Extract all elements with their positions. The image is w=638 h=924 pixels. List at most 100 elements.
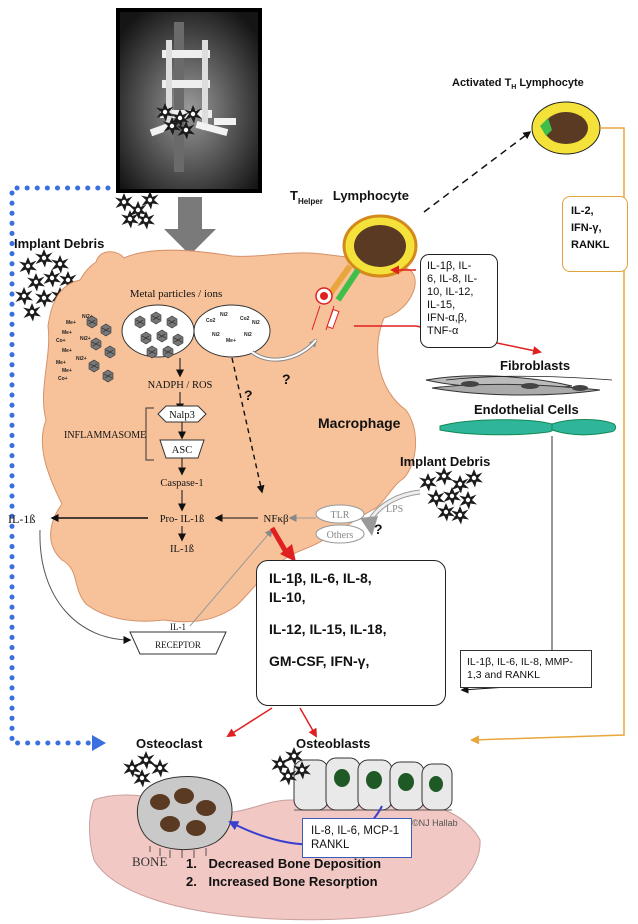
il1b-outer-label: IL-1ß bbox=[8, 512, 35, 526]
ion-label: Me+ bbox=[66, 320, 76, 326]
activated-th-tail: Lymphocyte bbox=[516, 77, 583, 89]
debris-cluster-top bbox=[115, 191, 159, 230]
il1-receptor: IL-1 RECEPTOR bbox=[129, 622, 227, 655]
t-helper-main: T bbox=[290, 188, 298, 203]
mmp-line-2: 1,3 and RANKL bbox=[467, 669, 540, 681]
outcome-item-1: 1. Decreased Bone Deposition bbox=[186, 856, 381, 871]
il1-receptor-label-1: IL-1 bbox=[170, 622, 186, 632]
cytokines-to-osteoclast-arrow bbox=[226, 707, 273, 738]
mmp-box: IL-1β, IL-6, IL-8, MMP- 1,3 and RANKL bbox=[460, 650, 592, 688]
vacuole-ion-label: Ni2 bbox=[212, 332, 220, 338]
ion-label: Ni2+ bbox=[82, 314, 93, 320]
osteoblast-factors-line-2: RANKL bbox=[311, 839, 350, 851]
il1-receptor-label-2: RECEPTOR bbox=[155, 640, 201, 650]
endothelial-cells bbox=[439, 419, 617, 436]
pro-il1b-label: Pro- IL-1ß bbox=[160, 514, 205, 525]
vacuole-ion-label: Ni2 bbox=[220, 312, 228, 318]
ion-label: Me+ bbox=[56, 360, 66, 366]
osteoclast-cell bbox=[136, 776, 233, 858]
th-activation-dashed-arrow bbox=[423, 131, 532, 213]
inflammasome-group: Nalp3 ASC INFLAMMASOME bbox=[64, 405, 207, 461]
ion-label: Me+ bbox=[62, 368, 72, 374]
osteoblast-cells bbox=[293, 757, 453, 811]
question-mark-nfkb: ? bbox=[244, 387, 253, 403]
th-secretion-line-1: IL-2, bbox=[571, 205, 594, 217]
cytokines-to-osteoblast-arrow bbox=[299, 707, 317, 738]
ion-label: Ni2+ bbox=[76, 356, 87, 362]
receptor-to-nfkb-arrow bbox=[189, 528, 273, 627]
vacuole-ion-label: Ni2 bbox=[244, 332, 252, 338]
xray-to-macrophage-arrow bbox=[164, 197, 216, 255]
bone-label: BONE bbox=[132, 854, 167, 869]
vacuole-to-nfkb-dashed bbox=[231, 357, 265, 494]
ion-label: Ni2+ bbox=[80, 336, 91, 342]
osteoclast-label: Osteoclast bbox=[136, 736, 203, 751]
activated-th-label: Activated TH Lymphocyte bbox=[452, 77, 584, 91]
ion-label: Me+ bbox=[62, 330, 72, 336]
vacuole-ion-label: Co2 bbox=[206, 318, 216, 324]
question-mark-tlr: ? bbox=[374, 521, 383, 537]
free-ions-left: Me+ Ni2+ Me+ Co+ Ni2+ Me+ Me+ Ni2+ Me+ Co+ bbox=[56, 314, 93, 382]
th-secretion-line-3: RANKL bbox=[571, 239, 610, 251]
fibroblast-cells bbox=[425, 375, 613, 396]
th-cytokines-line-5: IFN-α,β, bbox=[427, 312, 468, 324]
vacuole-ion-label: Me+ bbox=[226, 338, 236, 344]
il1b-to-receptor-curve bbox=[39, 529, 132, 644]
nfkb-to-cytokines-red-arrow bbox=[269, 526, 289, 554]
tlr-label: TLR bbox=[331, 510, 350, 521]
tlr-receptors: TLR Others LPS ? bbox=[315, 504, 403, 544]
th-secretion-orange-line bbox=[470, 127, 625, 745]
t-helper-lymphocyte bbox=[311, 214, 418, 331]
implant-debris-top-label: Implant Debris bbox=[14, 236, 104, 251]
th-cytokines-box: IL-1β, IL- 6, IL-8, IL- 10, IL-12, IL-15… bbox=[420, 254, 498, 348]
activated-th-sub: H bbox=[511, 84, 516, 91]
th-secretion-line-2: IFN-γ, bbox=[571, 222, 602, 234]
th-secretion-box: IL-2, IFN-γ, RANKL bbox=[562, 196, 628, 272]
th-cytokines-line-1: IL-1β, IL- bbox=[427, 260, 472, 272]
outcome-2-number: 2. bbox=[186, 874, 197, 889]
caspase-label: Caspase-1 bbox=[160, 478, 203, 489]
lps-label: LPS bbox=[386, 504, 403, 515]
debris-cluster-right bbox=[419, 467, 483, 525]
t-helper-label: THelper Lymphocyte bbox=[290, 188, 409, 206]
metal-particles-label: Metal particles / ions bbox=[130, 288, 223, 300]
macrophage-cytokines-line-2: IL-10, bbox=[269, 589, 306, 605]
osteoblast-factors-line-1: IL-8, IL-6, MCP-1 bbox=[311, 825, 400, 837]
activated-th-lymphocyte bbox=[531, 101, 601, 155]
th-cytokines-line-2: 6, IL-8, IL- bbox=[427, 273, 478, 285]
ion-label: Co+ bbox=[56, 338, 66, 344]
ion-label: Me+ bbox=[62, 348, 72, 354]
copyright-label: ©NJ Hallab bbox=[412, 818, 458, 828]
t-helper-sub: Helper bbox=[298, 197, 323, 206]
particle-vacuole bbox=[121, 304, 195, 359]
th-cytokines-line-6: TNF-α bbox=[427, 325, 459, 337]
vacuole-ion-label: Ni2 bbox=[252, 320, 260, 326]
osteoblasts-label: Osteoblasts bbox=[296, 736, 370, 751]
macrophage-cytokines-line-1: IL-1β, IL-6, IL-8, bbox=[269, 570, 372, 586]
asc-label: ASC bbox=[172, 445, 192, 456]
nalp3-label: Nalp3 bbox=[169, 410, 195, 421]
blue-dotted-path bbox=[9, 185, 111, 751]
vacuole-ion-label: Co2 bbox=[240, 316, 250, 322]
th-cytokines-line-4: IL-15, bbox=[427, 299, 456, 311]
macrophage-cytokines-line-4: GM-CSF, IFN-γ, bbox=[269, 653, 370, 669]
ion-label: Co+ bbox=[58, 376, 68, 382]
question-mark-receptor: ? bbox=[282, 371, 291, 387]
implant-debris-right-label: Implant Debris bbox=[400, 454, 490, 469]
outcome-1-text: Decreased Bone Deposition bbox=[208, 856, 382, 871]
endothelial-label: Endothelial Cells bbox=[474, 402, 579, 417]
inflammasome-label: INFLAMMASOME bbox=[64, 430, 146, 441]
macrophage-label: Macrophage bbox=[318, 415, 401, 431]
others-label: Others bbox=[327, 530, 354, 541]
macrophage-cytokines-line-3: IL-12, IL-15, IL-18, bbox=[269, 621, 387, 637]
activated-th-main: Activated T bbox=[452, 77, 512, 89]
il1b-inner-label: IL-1ß bbox=[170, 544, 194, 555]
svg-text:Activated TH Lymphocyte: Activated TH Lymphocyte bbox=[452, 77, 584, 91]
outcome-1-number: 1. bbox=[186, 856, 197, 871]
osteoblast-factors-box: IL-8, IL-6, MCP-1 RANKL bbox=[302, 818, 412, 858]
t-helper-tail: Lymphocyte bbox=[333, 188, 409, 203]
mmp-line-1: IL-1β, IL-6, IL-8, MMP- bbox=[467, 656, 573, 668]
